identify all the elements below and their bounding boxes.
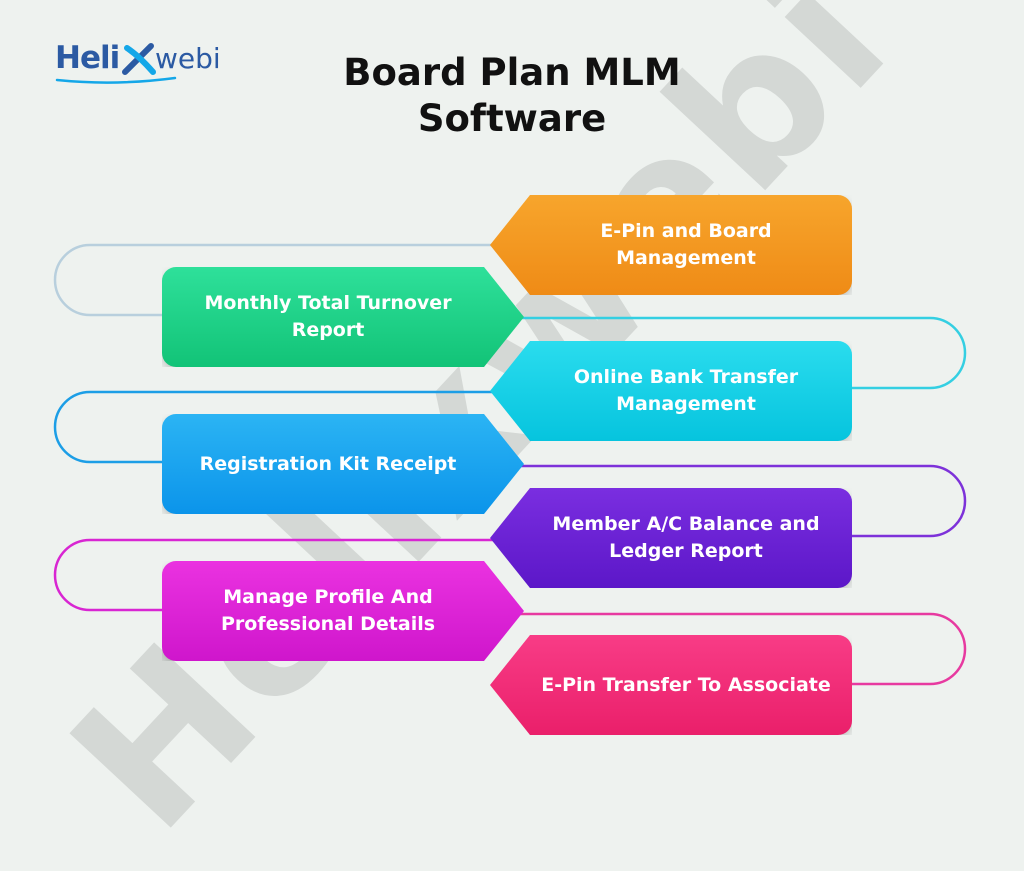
feature-card-epin-transfer[interactable]: E-Pin Transfer To Associate xyxy=(490,635,852,735)
logo-text-part1: Heli xyxy=(55,40,120,76)
feature-card-turnover-report[interactable]: Monthly Total Turnover Report xyxy=(162,267,524,367)
connector-4 xyxy=(520,464,967,538)
connector-6 xyxy=(520,612,967,686)
connector-2 xyxy=(520,316,967,390)
feature-label: Member A/C Balance and Ledger Report xyxy=(552,513,820,562)
feature-card-manage-profile[interactable]: Manage Profile And Professional Details xyxy=(162,561,524,661)
feature-label: Monthly Total Turnover Report xyxy=(204,292,452,341)
feature-label: Online Bank Transfer Management xyxy=(573,366,799,415)
feature-card-registration-kit[interactable]: Registration Kit Receipt xyxy=(162,414,524,514)
feature-card-bank-transfer[interactable]: Online Bank Transfer Management xyxy=(490,341,852,441)
connector-3 xyxy=(53,390,495,464)
page-title: Board Plan MLM Software xyxy=(343,51,681,140)
connector-lines xyxy=(53,243,967,686)
connector-5 xyxy=(53,538,495,612)
feature-label: E-Pin Transfer To Associate xyxy=(541,673,831,696)
feature-card-epin-board[interactable]: E-Pin and Board Management xyxy=(490,195,852,295)
feature-label: E-Pin and Board Management xyxy=(600,220,772,269)
feature-label: Registration Kit Receipt xyxy=(199,452,457,475)
x-mark-icon xyxy=(122,43,156,75)
logo-swoosh-icon xyxy=(55,76,177,84)
feature-card-member-ledger[interactable]: Member A/C Balance and Ledger Report xyxy=(490,488,852,588)
logo-text-part2: webi xyxy=(155,42,221,75)
connector-1 xyxy=(53,243,495,317)
feature-label: Manage Profile And Professional Details xyxy=(220,586,436,635)
